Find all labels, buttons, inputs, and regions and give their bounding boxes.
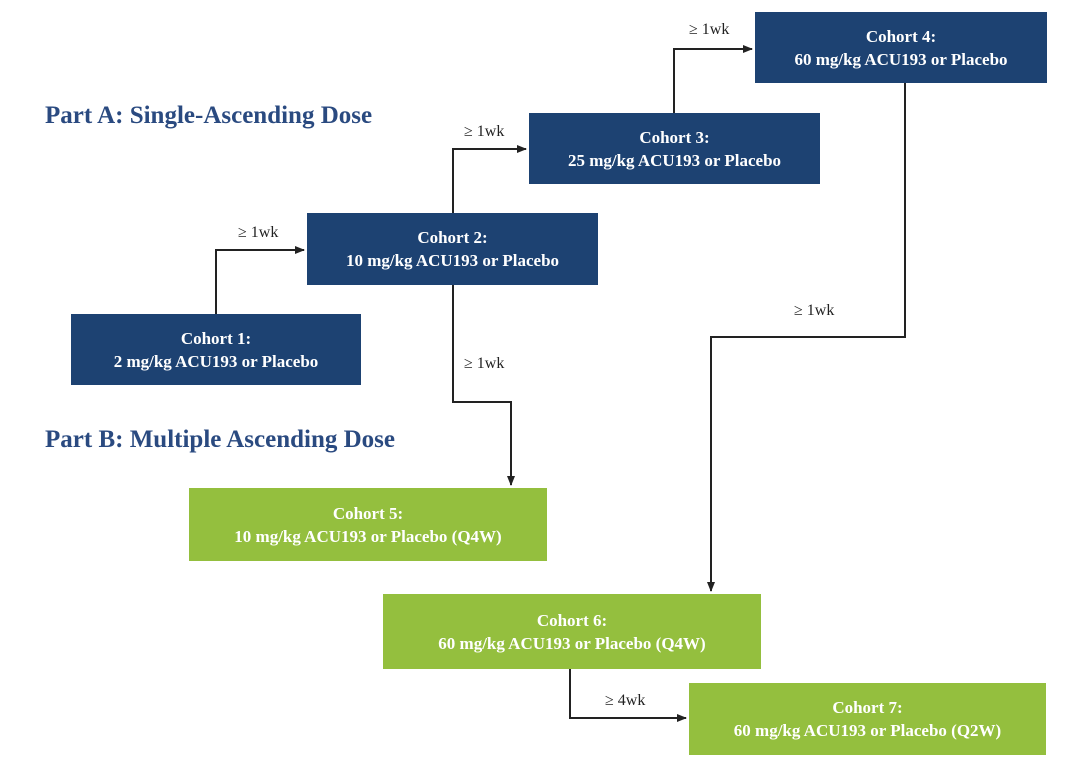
interval-label-c3-c4: ≥ 1wk [689, 21, 730, 38]
cohort-1-detail: 2 mg/kg ACU193 or Placebo [113, 351, 319, 371]
cohort-7-detail: 60 mg/kg ACU193 or Placebo (Q2W) [733, 721, 1002, 740]
cohort-3-detail: 25 mg/kg ACU193 or Placebo [567, 150, 782, 170]
cohort-3-title: Cohort 3: [639, 127, 710, 147]
cohort-7-box: Cohort 7: 60 mg/kg ACU193 or Placebo (Q2… [689, 683, 1046, 755]
cohort-4-title: Cohort 4: [865, 26, 937, 46]
cohort-6-box: Cohort 6: 60 mg/kg ACU193 or Placebo (Q4… [383, 594, 761, 669]
interval-label-c2-c3: ≥ 1wk [464, 123, 505, 140]
interval-label-c2-c5: ≥ 1wk [464, 355, 505, 372]
interval-label-c6-c7: ≥ 4wk [605, 692, 646, 709]
cohort-5-title: Cohort 5: [332, 503, 404, 523]
cohort-3-box: Cohort 3: 25 mg/kg ACU193 or Placebo [529, 113, 820, 184]
cohort-1-box: Cohort 1: 2 mg/kg ACU193 or Placebo [71, 314, 361, 385]
cohort-1-title: Cohort 1: [180, 328, 252, 348]
part-a-heading: Part A: Single-Ascending Dose [45, 102, 373, 129]
cohort-5-detail: 10 mg/kg ACU193 or Placebo (Q4W) [234, 526, 502, 546]
cohort-7-title: Cohort 7: [832, 698, 903, 717]
interval-label-c4-c6: ≥ 1wk [794, 302, 835, 319]
arrow-c4-to-c6 [707, 83, 906, 592]
arrow-c6-to-c7 [569, 669, 687, 722]
arrow-c3-to-c4 [673, 45, 753, 113]
arrow-c1-to-c2 [215, 246, 305, 314]
cohort-2-title: Cohort 2: [417, 228, 488, 247]
part-b-heading: Part B: Multiple Ascending Dose [45, 426, 395, 453]
cohort-6-detail: 60 mg/kg ACU193 or Placebo (Q4W) [438, 633, 706, 653]
cohort-6-title: Cohort 6: [536, 610, 608, 630]
interval-label-c1-c2: ≥ 1wk [238, 224, 279, 241]
arrow-c2-to-c5 [452, 285, 515, 486]
arrow-c2-to-c3 [452, 145, 527, 213]
cohort-2-box: Cohort 2: 10 mg/kg ACU193 or Placebo [307, 213, 598, 285]
cohort-2-detail: 10 mg/kg ACU193 or Placebo [345, 251, 560, 270]
cohort-4-detail: 60 mg/kg ACU193 or Placebo [794, 49, 1008, 69]
cohort-5-box: Cohort 5: 10 mg/kg ACU193 or Placebo (Q4… [189, 488, 547, 561]
cohort-4-box: Cohort 4: 60 mg/kg ACU193 or Placebo [755, 12, 1047, 83]
